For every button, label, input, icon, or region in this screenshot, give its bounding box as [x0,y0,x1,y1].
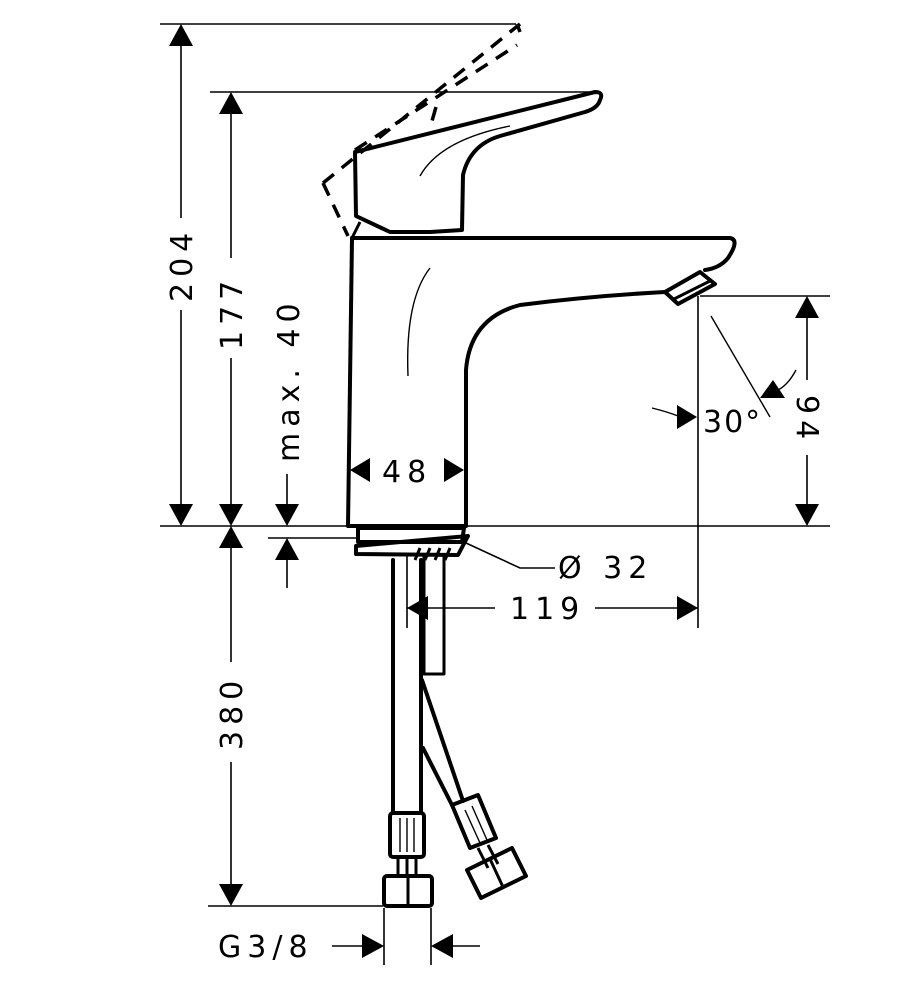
dimension-177 [219,92,243,526]
label-380: 380 [215,675,250,750]
label-48: 48 [382,455,432,490]
dimension-48 [350,458,464,482]
extension-lines [160,23,830,965]
label-119: 119 [510,592,585,627]
faucet-body [346,90,737,528]
dimension-diameter-32 [465,542,555,569]
dimension-380 [219,526,243,906]
label-177: 177 [215,275,250,350]
dimension-max-40 [275,474,299,588]
label-94: 94 [789,395,824,445]
dimension-g38 [332,934,480,958]
label-max-40: max. 40 [272,297,307,462]
dimension-30-degree [651,315,797,429]
dimension-94 [795,296,819,526]
label-204: 204 [165,227,200,302]
label-30-degree: 30° [703,405,762,440]
dimension-119 [407,596,698,620]
lever-open-position-outline [321,22,522,237]
label-g38: G3/8 [218,930,314,965]
dimension-204 [169,24,193,526]
label-diameter-32: Ø 32 [558,551,653,586]
mounting-and-hoses [354,526,528,908]
